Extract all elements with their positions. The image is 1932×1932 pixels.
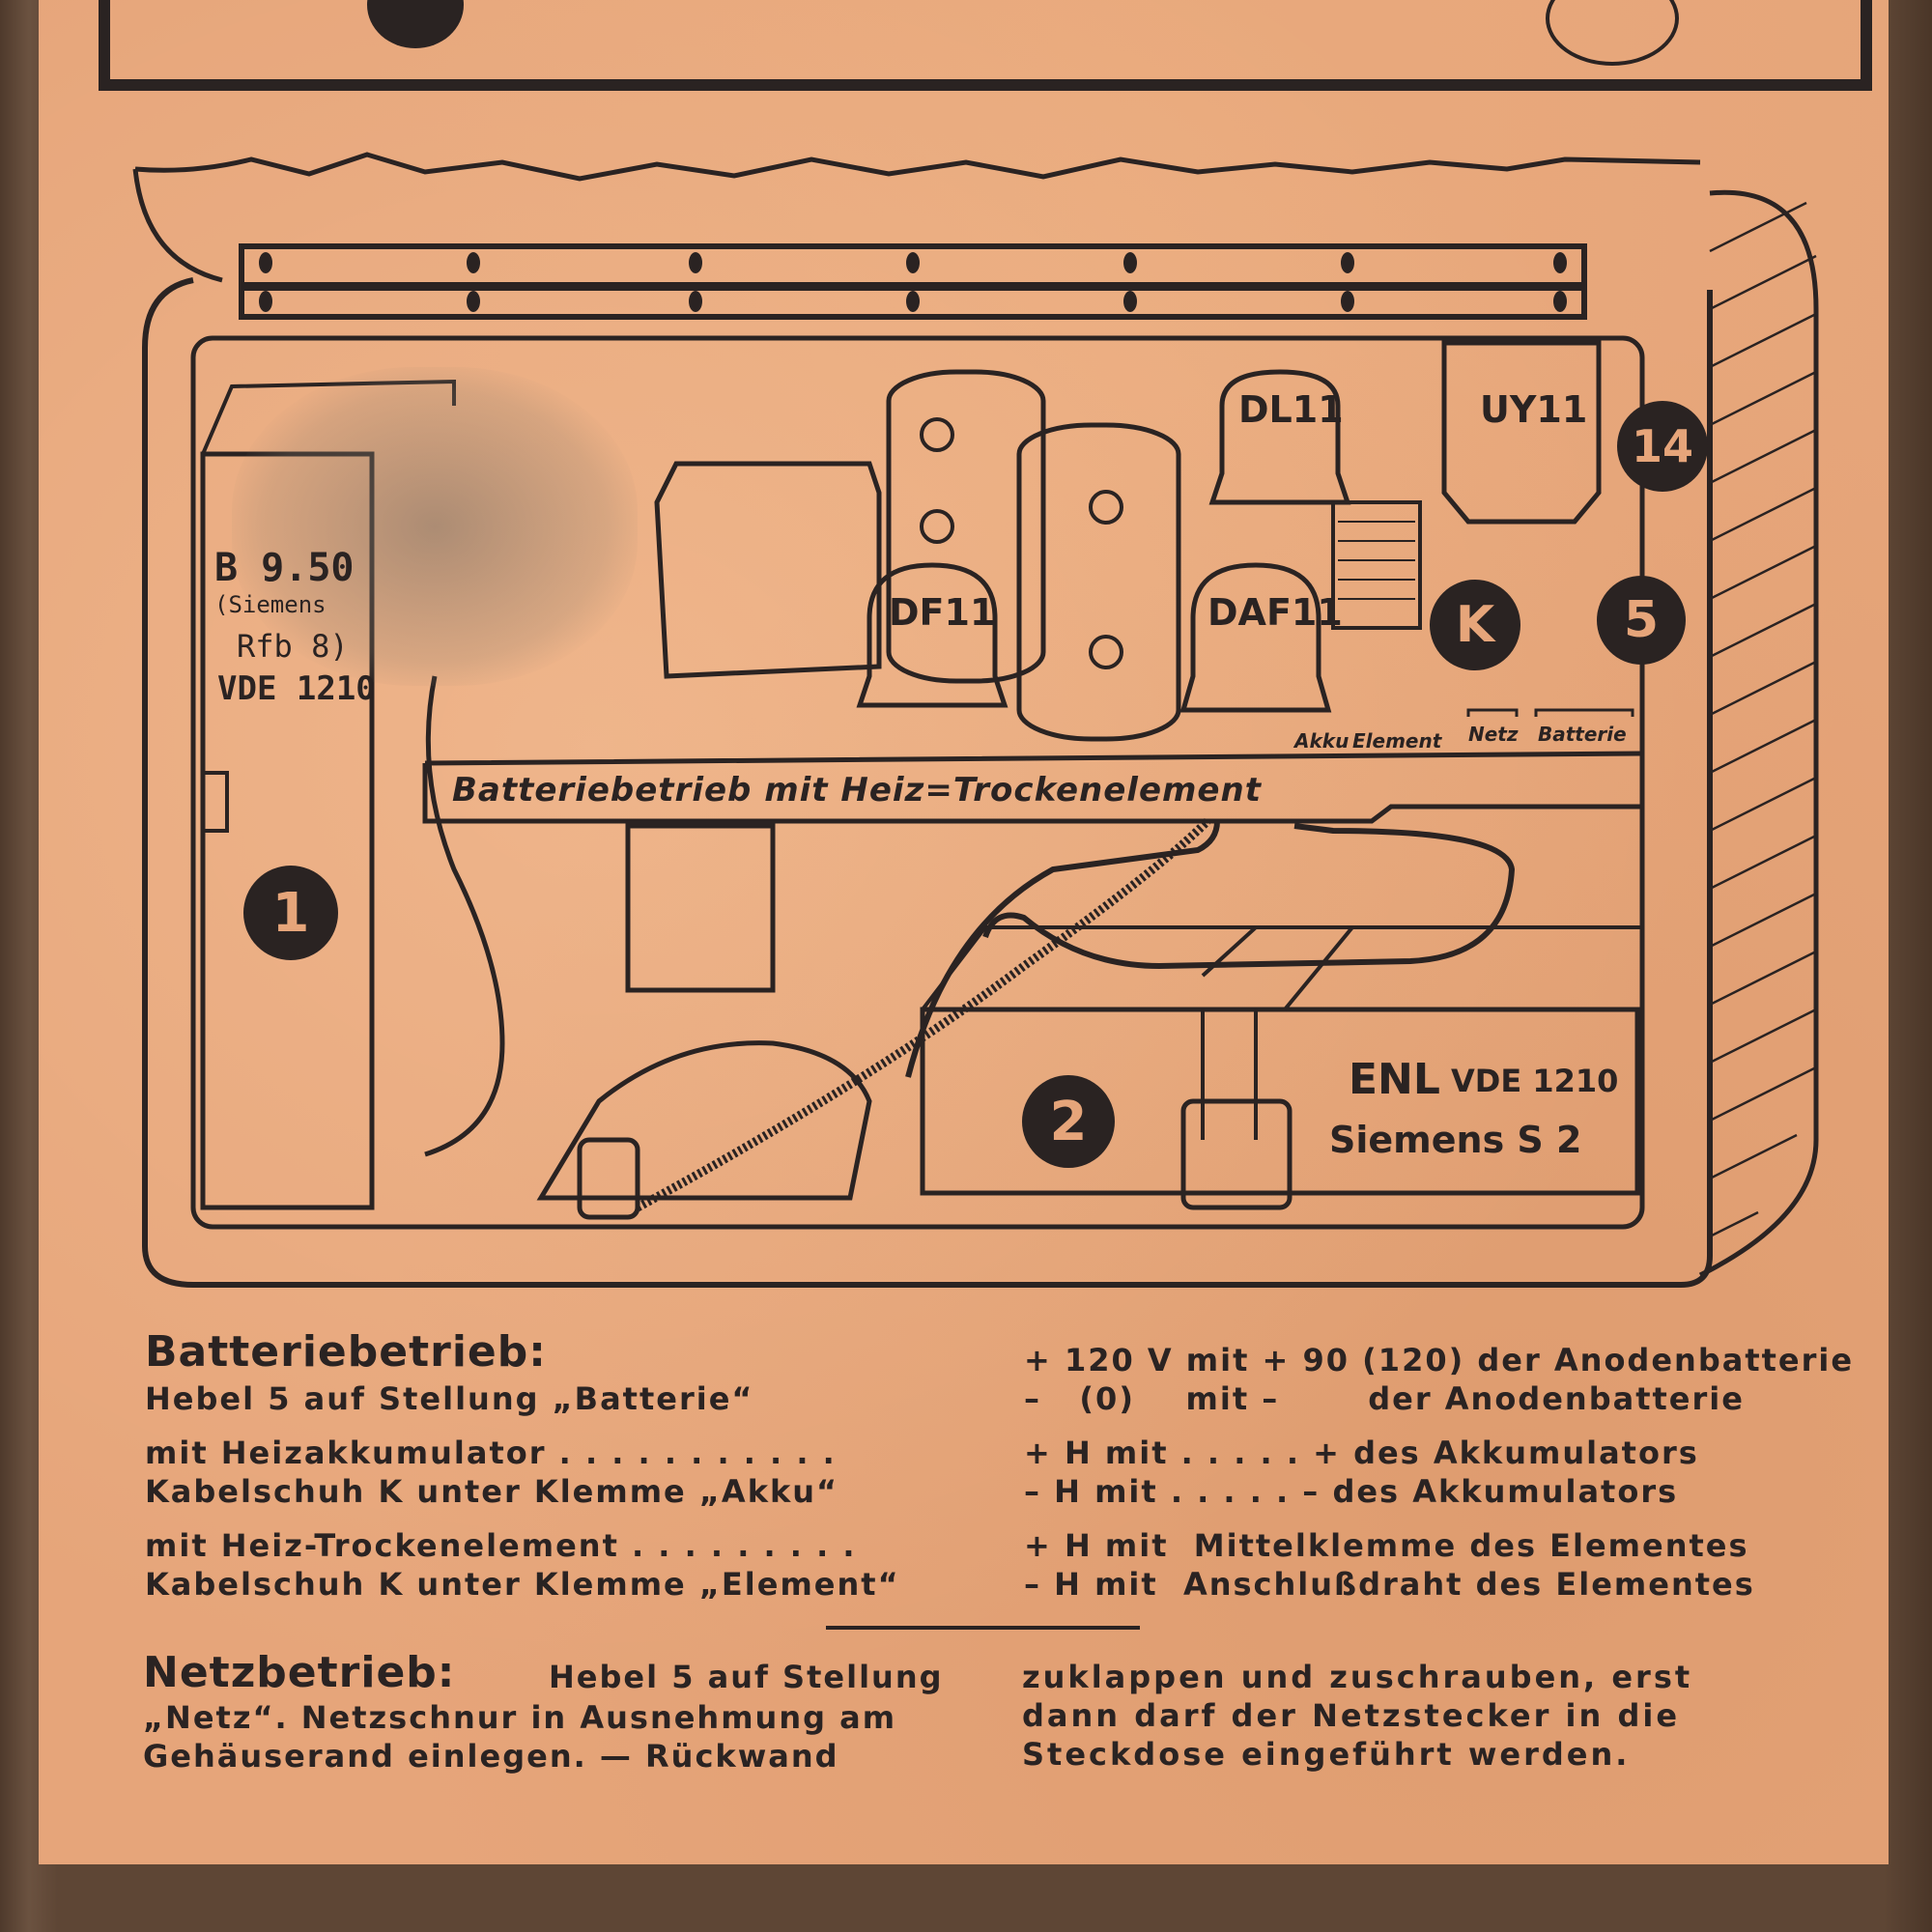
battery-instruction-line: mit Heizakkumulator . . . . . . . . . . … xyxy=(145,1435,837,1471)
output-transformer xyxy=(1331,500,1422,630)
anode-battery-stamp-line4: VDE 1210 xyxy=(217,669,376,708)
marker-1: 1 xyxy=(243,866,338,960)
tube-dl11 xyxy=(1208,369,1351,505)
anode-battery-stamp-line2: (Siemens xyxy=(214,591,327,618)
battery-connection-line: – H mit . . . . . – des Akkumulators xyxy=(1024,1473,1679,1510)
terminal-label-batterie: Batterie xyxy=(1538,723,1627,746)
cable-minus-h xyxy=(982,823,1516,970)
mains-instruction-line: Gehäuserand einlegen. — Rückwand xyxy=(143,1738,839,1775)
mains-plug-face xyxy=(577,1137,640,1220)
hinge-strip-bottom xyxy=(239,285,1587,320)
tube-label-daf11: DAF11 xyxy=(1208,591,1343,634)
mains-instruction-line: dann darf der Netzstecker in die xyxy=(1022,1697,1681,1734)
anode-battery-stamp-line3: Rfb 8) xyxy=(237,628,349,665)
inner-compartment xyxy=(190,335,1645,1230)
shelf-caption: Batteriebetrieb mit Heiz=Trockenelement xyxy=(452,771,1262,810)
anode-battery-stamp-line1: B 9.50 xyxy=(214,546,355,590)
mains-cord xyxy=(635,817,1211,1211)
tube-label-df11: DF11 xyxy=(889,591,996,634)
mains-instruction-line: Steckdose eingeführt werden. xyxy=(1022,1736,1631,1773)
strap-buckle xyxy=(1180,1098,1293,1210)
cable-plus-h xyxy=(905,820,1220,1078)
battery-operation-heading: Batteriebetrieb: xyxy=(145,1327,547,1377)
transformer-box xyxy=(654,461,882,679)
battery-strap xyxy=(1201,925,1357,1140)
battery-connection-line: + 120 V mit + 90 (120) der Anodenbatteri… xyxy=(1024,1342,1855,1378)
mains-operation-heading: Netzbetrieb: xyxy=(143,1648,456,1697)
case-outline xyxy=(142,277,1713,1288)
lid-left-curve xyxy=(132,168,223,283)
tube-label-uy11: UY11 xyxy=(1480,388,1588,431)
battery-instruction-line: Kabelschuh K unter Klemme „Element“ xyxy=(145,1566,900,1603)
filter-capacitor-left xyxy=(886,369,1046,684)
torn-lid-edge xyxy=(134,152,1701,182)
case-side-outline xyxy=(1698,189,1819,1278)
battery-instruction-line: mit Heiz-Trockenelement . . . . . . . . … xyxy=(145,1527,857,1564)
anode-cable xyxy=(424,675,505,1157)
hinge-screws xyxy=(259,252,1567,312)
heater-battery-stamp-vde: VDE 1210 xyxy=(1451,1063,1619,1099)
section-divider xyxy=(826,1626,1140,1630)
marker-2: 2 xyxy=(1022,1075,1115,1168)
filter-capacitor-right xyxy=(1016,422,1181,742)
battery-instruction-line: Kabelschuh K unter Klemme „Akku“ xyxy=(145,1473,839,1510)
battery-connection-line: – H mit Anschlußdraht des Elementes xyxy=(1024,1566,1755,1603)
instruction-label-paper xyxy=(39,0,1889,1864)
upper-panel-frame xyxy=(99,0,1872,91)
terminal-label-netz: Netz xyxy=(1468,723,1519,746)
marker-5: 5 xyxy=(1597,576,1686,665)
tube-uy11 xyxy=(1441,340,1602,525)
terminal-label-akku: Akku xyxy=(1294,729,1350,753)
marker-14: 14 xyxy=(1617,401,1708,492)
heater-battery-outline xyxy=(920,1007,1640,1196)
tube-label-dl11: DL11 xyxy=(1238,388,1344,431)
battery-connection-line: + H mit . . . . . + des Akkumulators xyxy=(1024,1435,1699,1471)
heater-battery-top xyxy=(921,925,1642,1011)
marker-k: K xyxy=(1430,580,1520,670)
shelf-support-block xyxy=(625,823,776,993)
anode-battery-clip xyxy=(201,771,229,833)
stain xyxy=(232,367,638,686)
mains-plug-body xyxy=(536,1040,872,1201)
terminal-brackets xyxy=(1466,708,1634,717)
heater-battery-stamp-model: Siemens S 2 xyxy=(1329,1119,1582,1161)
mains-instruction-line: „Netz“. Netzschnur in Ausnehmung am xyxy=(143,1699,897,1736)
terminal-label-element: Element xyxy=(1352,729,1442,753)
mains-instruction-line: Hebel 5 auf Stellung xyxy=(549,1659,944,1695)
chassis-shelf xyxy=(422,751,1643,824)
battery-connection-line: + H mit Mittelklemme des Elementes xyxy=(1024,1527,1749,1564)
tube-daf11 xyxy=(1179,562,1332,713)
mains-instruction-line: zuklappen und zuschrauben, erst xyxy=(1022,1659,1693,1695)
battery-connection-line: – (0) mit – der Anodenbatterie xyxy=(1024,1380,1745,1417)
heater-battery-stamp-enl: ENL xyxy=(1349,1055,1440,1104)
tube-df11 xyxy=(856,562,1009,708)
case-side-hatching xyxy=(1709,201,1817,1238)
battery-instruction-line: Hebel 5 auf Stellung „Batterie“ xyxy=(145,1380,754,1417)
